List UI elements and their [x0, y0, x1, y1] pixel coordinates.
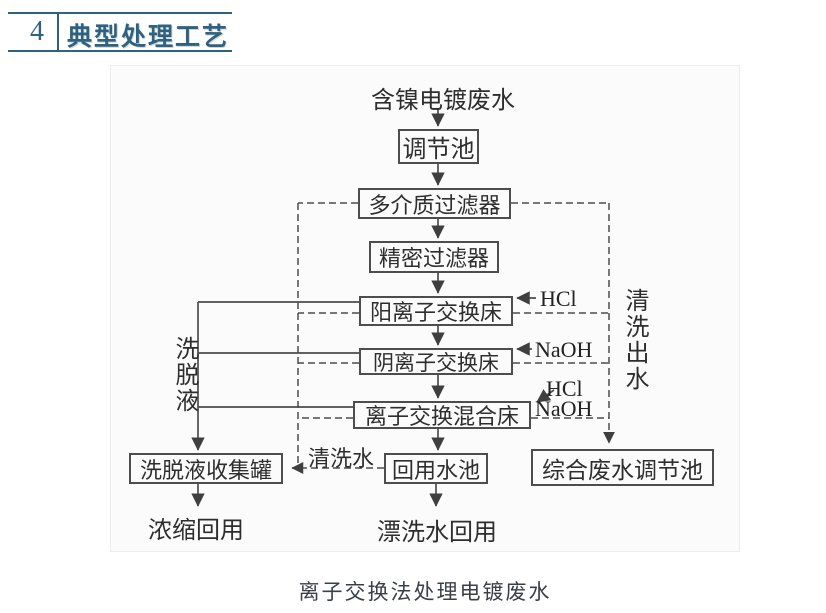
label-hcl-cation: HCl [540, 286, 577, 311]
node-precision-filter: 精密过滤器 [369, 241, 499, 273]
label-naoh-anion: NaOH [535, 337, 593, 362]
node-anion-bed: 阴离子交换床 [359, 348, 513, 375]
node-comprehensive-tank: 综合废水调节池 [531, 449, 714, 486]
label-eluent: 洗脱液 [171, 336, 197, 414]
label-influent: 含镍电镀废水 [371, 88, 515, 114]
node-eluent-collection-tank: 洗脱液收集罐 [129, 453, 283, 484]
node-multimedia-filter: 多介质过滤器 [358, 188, 511, 219]
figure-caption: 离子交换法处理电镀废水 [298, 581, 552, 604]
label-washing-effluent: 清洗出水 [621, 288, 647, 392]
flow-lines [191, 108, 615, 507]
header-rule-top [8, 12, 232, 14]
process-flow-diagram: 含镍电镀废水 调节池 多介质过滤器 精密过滤器 阳离子交换床 阴离子交换床 离子… [110, 65, 740, 552]
header-rule-bottom [8, 50, 232, 52]
node-reuse-pool: 回用水池 [384, 453, 488, 484]
label-naoh-mixed: NaOH [535, 396, 593, 421]
label-rinse-water-reuse: 漂洗水回用 [377, 520, 497, 546]
label-hcl-mixed: HCl [546, 376, 583, 401]
node-cation-bed: 阳离子交换床 [359, 296, 513, 326]
label-concentrate-reuse: 浓缩回用 [148, 518, 244, 544]
header-divider [57, 13, 59, 50]
node-regulating-tank: 调节池 [398, 129, 479, 164]
label-washing-water: 清洗水 [308, 446, 375, 471]
section-number: 4 [30, 16, 44, 47]
node-mixed-bed: 离子交换混合床 [353, 401, 531, 429]
section-title: 典型处理工艺 [67, 23, 230, 51]
